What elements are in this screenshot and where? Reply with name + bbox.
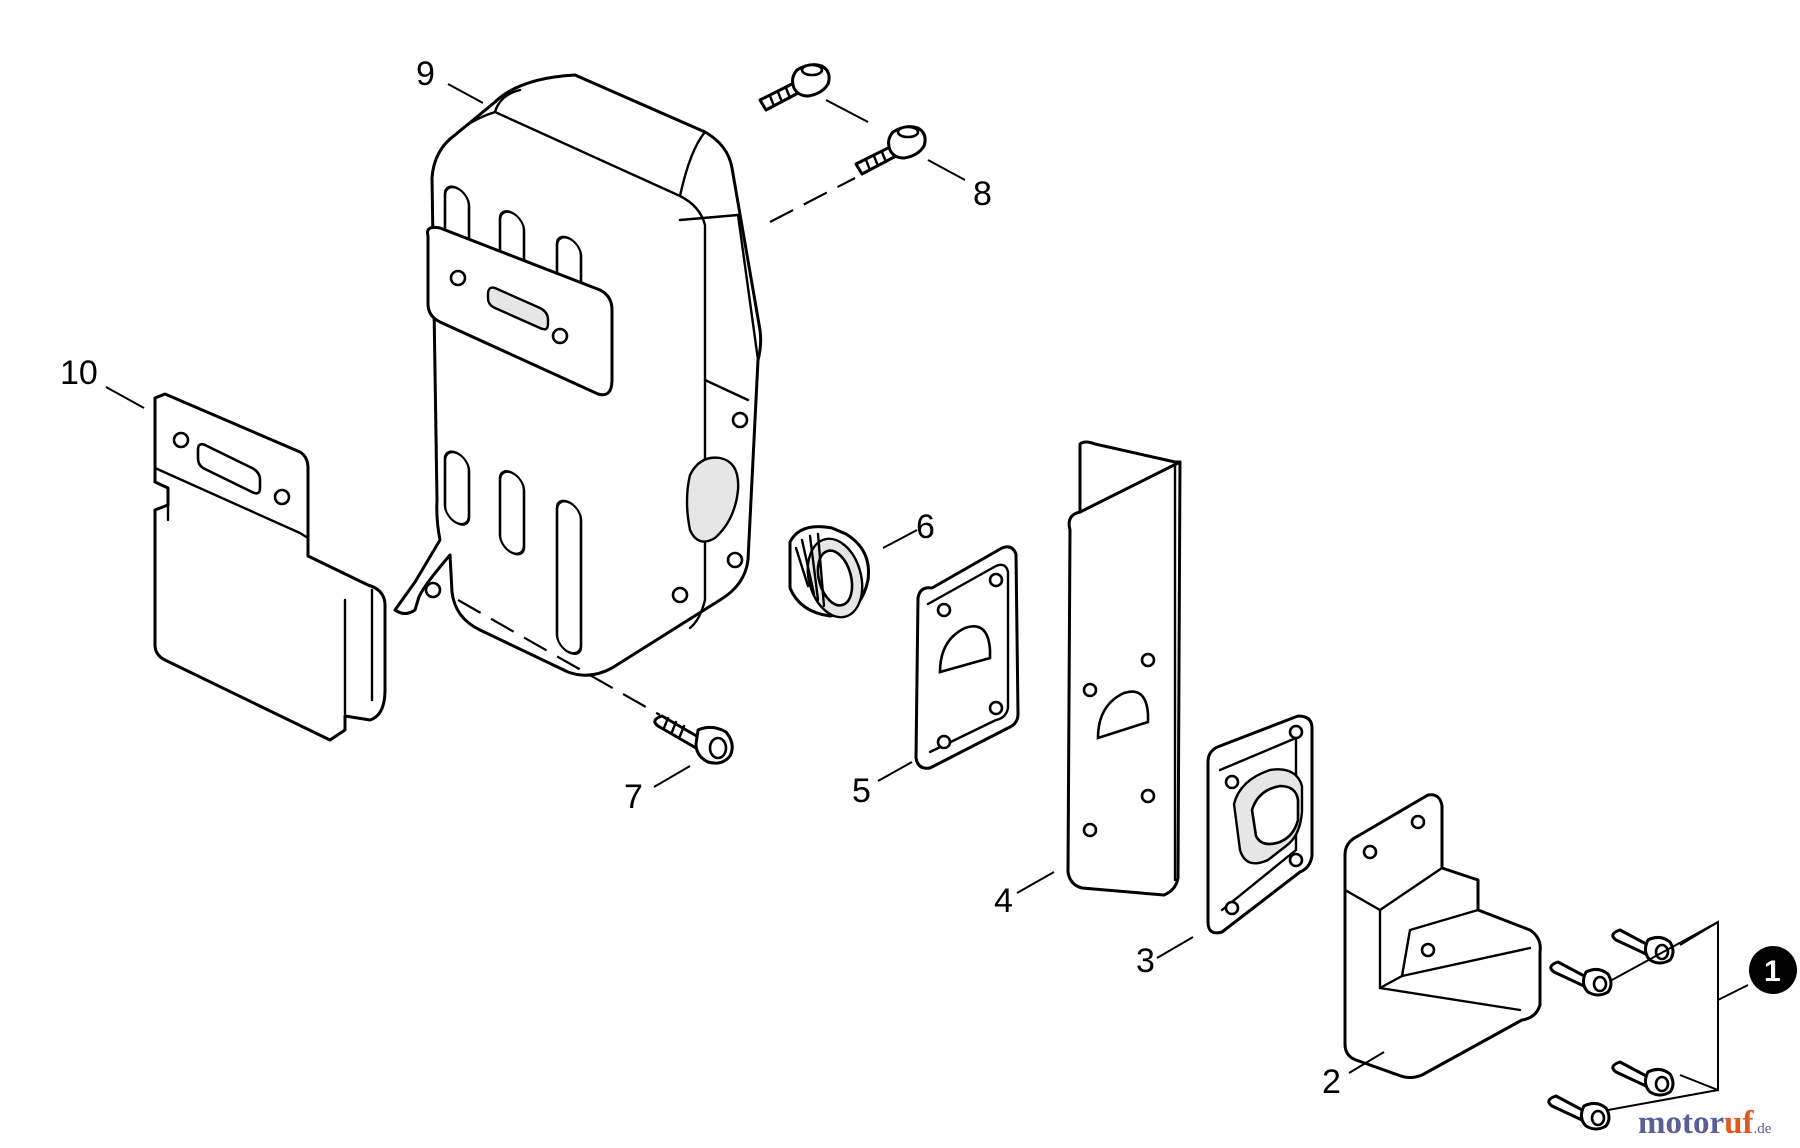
screw-1c [1611, 1060, 1675, 1097]
part-1-screw-kit [1547, 928, 1675, 1131]
part-4-heat-plate [1066, 440, 1182, 897]
part-3-outlet-cover [1206, 714, 1314, 935]
bolt-8a [758, 63, 831, 112]
part-9-muffler [393, 73, 763, 677]
bolt-8b [854, 125, 927, 176]
callout-10: 10 [60, 354, 98, 392]
callout-8: 8 [973, 175, 992, 213]
callout-labels: 9 8 10 6 5 7 4 3 2 1 [60, 55, 1797, 1101]
callout-4: 4 [994, 882, 1013, 920]
watermark-part2: uf [1724, 1105, 1754, 1141]
callout-1: 1 [1764, 955, 1781, 988]
screw-1b [1549, 960, 1613, 997]
part-7-bolt [653, 714, 734, 765]
watermark-part1: motor [1638, 1105, 1724, 1141]
svg-text:motoruf.de: motoruf.de [1638, 1105, 1772, 1141]
callout-5: 5 [852, 772, 871, 810]
part-10-gasket-shield [153, 392, 387, 742]
callout-7: 7 [624, 778, 643, 816]
part-5-gasket [914, 545, 1020, 770]
callout-1-badge [1749, 946, 1797, 994]
leader-lines [105, 83, 1749, 1111]
callout-3: 3 [1136, 942, 1155, 980]
part-6-spark-screen [788, 525, 871, 619]
assembly-lines [457, 177, 856, 716]
callout-9: 9 [416, 55, 435, 93]
part-8-bolts [758, 63, 927, 176]
watermark-logo: motoruf.de [1638, 1105, 1772, 1141]
screw-1a [1611, 928, 1675, 965]
callout-2: 2 [1322, 1063, 1341, 1101]
part-2-guard [1343, 793, 1542, 1079]
screw-1d [1547, 1094, 1611, 1131]
watermark-suffix: .de [1753, 1121, 1771, 1137]
callout-6: 6 [916, 508, 935, 546]
